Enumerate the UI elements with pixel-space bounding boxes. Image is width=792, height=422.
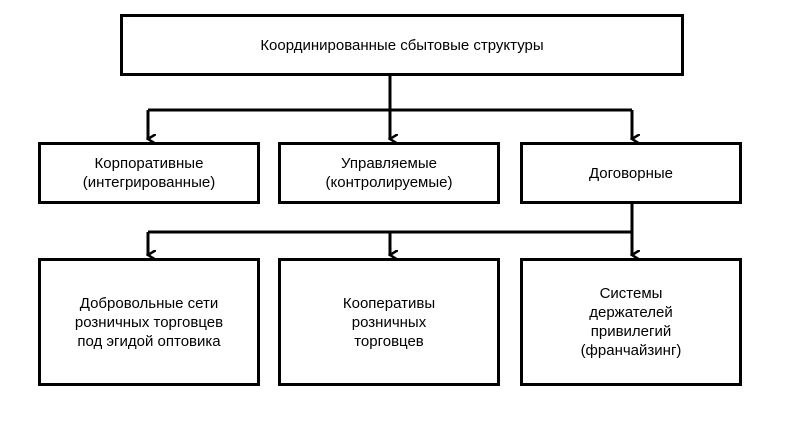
franchise-systems-label: Системы держателей привилегий (франчайзи… bbox=[580, 285, 682, 359]
franchise-systems-box: Системы держателей привилегий (франчайзи… bbox=[520, 258, 742, 386]
contract-box: Договорные bbox=[520, 142, 742, 204]
retail-cooperatives-label: Кооперативы розничных торговцев bbox=[342, 294, 436, 350]
corporate-label: Корпоративные (интегрированные) bbox=[82, 155, 216, 191]
managed-box: Управляемые (контролируемые) bbox=[278, 142, 500, 204]
corporate-box: Корпоративные (интегрированные) bbox=[38, 142, 260, 204]
voluntary-chains-box: Добровольные сети розничных торговцев по… bbox=[38, 258, 260, 386]
root-box: Координированные сбытовые структуры bbox=[120, 14, 684, 76]
voluntary-chains-label: Добровольные сети розничных торговцев по… bbox=[74, 294, 224, 350]
contract-label: Договорные bbox=[588, 164, 674, 182]
retail-cooperatives-box: Кооперативы розничных торговцев bbox=[278, 258, 500, 386]
managed-label: Управляемые (контролируемые) bbox=[325, 155, 453, 191]
root-label: Координированные сбытовые структуры bbox=[260, 36, 544, 54]
